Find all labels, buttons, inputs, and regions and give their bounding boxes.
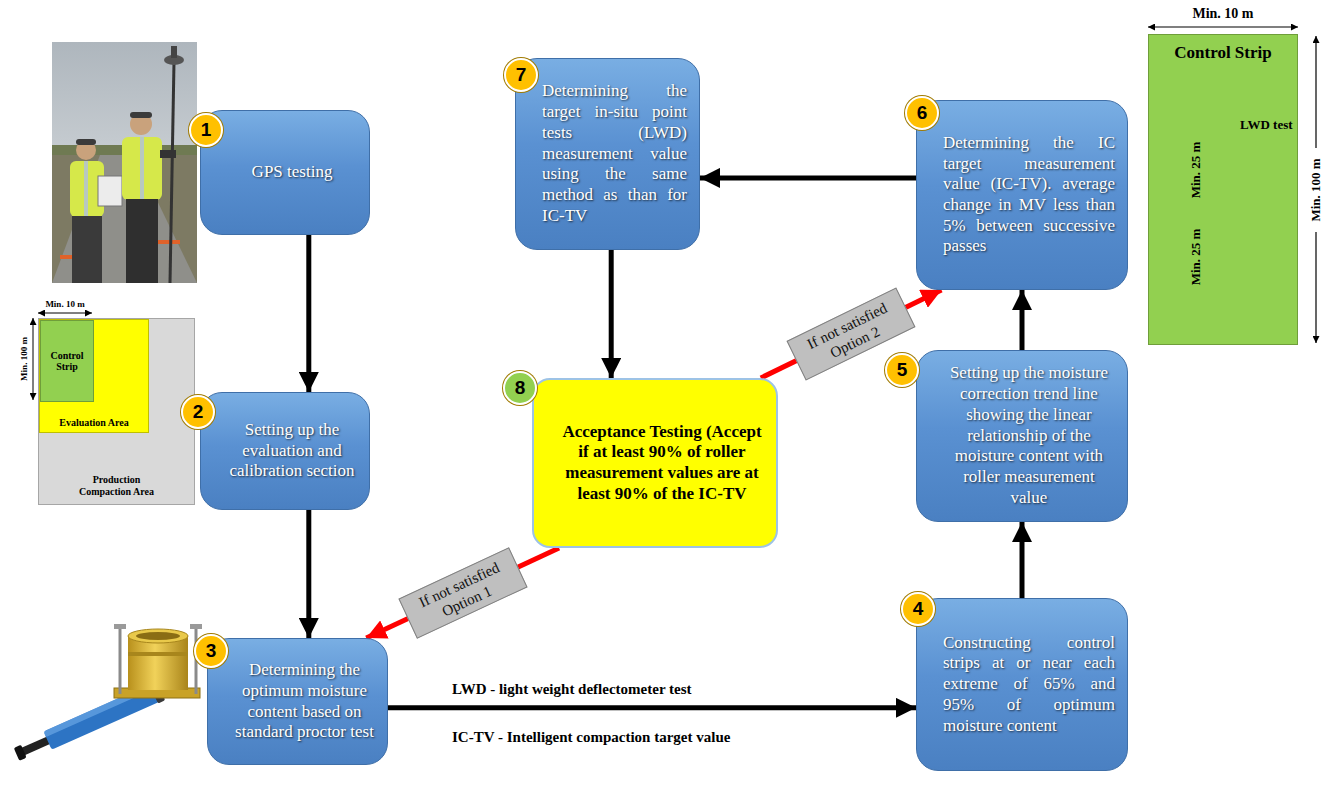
process-box: Setting up the moisture correction trend… [916,350,1128,522]
dimension-line [1148,26,1298,27]
flow-arrow [609,250,614,378]
gps-survey-photo [76,140,96,160]
process-box: Determining the target in-situ point tes… [515,58,700,250]
proctor-hammer [14,745,27,761]
dimension-label: Min. 25 m [1188,142,1204,199]
proctor-mold [136,632,180,640]
process-box: GPS testing [200,110,370,235]
node-text: Evaluation Area [40,417,148,429]
node-text: Determining the target in-situ point tes… [542,81,687,226]
gps-survey-photo [122,137,162,200]
gps-survey-photo [76,139,96,145]
gps-survey-photo [130,112,152,118]
node-text: Control Strip [41,350,93,373]
proctor-hammer [20,736,51,756]
gps-survey-photo [52,42,197,283]
proctor-mold [119,628,122,694]
flow-arrow [388,705,916,710]
proctor-mold [128,652,188,656]
dimension-line [33,27,1316,400]
callout-number: 2 [181,395,215,429]
proctor-mold [114,624,126,629]
callout-number: 6 [905,96,939,130]
node-text: Control Strip [1149,35,1297,63]
gps-survey-photo [171,46,177,58]
callout-number: 8 [503,371,537,405]
node-text: Setting up the moisture correction trend… [943,363,1115,508]
area-region: Production Compaction Area Evaluation Are… [38,318,195,505]
abbreviation-note: LWD - light weight deflectometer test [452,680,692,698]
proctor-mold [128,636,188,690]
proctor-mold [114,624,202,698]
gps-survey-photo [72,216,102,283]
node-text: Determining the optimum moisture content… [234,660,375,743]
gps-survey-photo [52,42,197,283]
process-box: Determining the IC target measurement va… [916,100,1128,290]
dimension-line [1315,232,1316,343]
gps-survey-photo [126,199,158,283]
flow-arrow [306,510,311,638]
callout-number: 4 [901,592,935,626]
gps-survey-photo [98,176,122,206]
callout-number: 7 [504,58,538,92]
gps-survey-photo [140,137,144,200]
node-text: Constructing control strips at or near e… [943,633,1115,737]
edge-label: If not satisfied Option 1 [398,547,527,638]
node-text: Acceptance Testing (Accept if at least 9… [560,422,764,505]
node-text: Determining the IC target measurement va… [943,133,1115,257]
dimension-line [33,318,34,400]
node-text: GPS testing [227,162,357,183]
test-point-label: LWD test [1240,117,1293,133]
dimension-line [38,313,92,314]
flow-arrow [366,548,559,638]
dimension-label: Min. 25 m [1188,229,1204,286]
node-text: Production Compaction Area [39,474,194,498]
node-text: Setting up the evaluation and calibratio… [227,420,357,482]
dimension-label: Min. 100 m [1308,158,1324,221]
proctor-mold [190,624,202,629]
flow-arrow [306,235,311,392]
gps-survey-photo [84,161,88,217]
gps-survey-photo [160,150,176,158]
control-strip: Control Strip [40,320,94,402]
gps-survey-photo [170,62,174,283]
callout-number: 5 [885,353,919,387]
process-box: Setting up the evaluation and calibratio… [200,392,370,510]
process-box: Constructing control strips at or near e… [916,598,1128,771]
control-strip: Control Strip [1148,34,1298,345]
dimension-label: Min. 10 m [1192,6,1253,23]
flow-arrow [1020,522,1025,598]
dimension-label: Min. 10 m [45,299,84,310]
proctor-mold [128,629,188,643]
gps-survey-photo [130,113,152,135]
callout-number: 3 [194,634,228,668]
abbreviation-note: IC-TV - Intelligent compaction target va… [452,728,730,746]
gps-survey-photo [52,42,197,283]
dimension-label: Min. 100 m [19,337,30,381]
decision-box: Acceptance Testing (Accept if at least 9… [532,378,778,548]
area-region: Evaluation Area Control Strip [39,319,149,433]
dimension-line [1315,36,1316,148]
process-box: Determining the optimum moisture content… [207,638,388,765]
flow-arrow [1020,290,1025,350]
callout-number: 1 [189,113,223,147]
flow-arrow [700,175,916,180]
